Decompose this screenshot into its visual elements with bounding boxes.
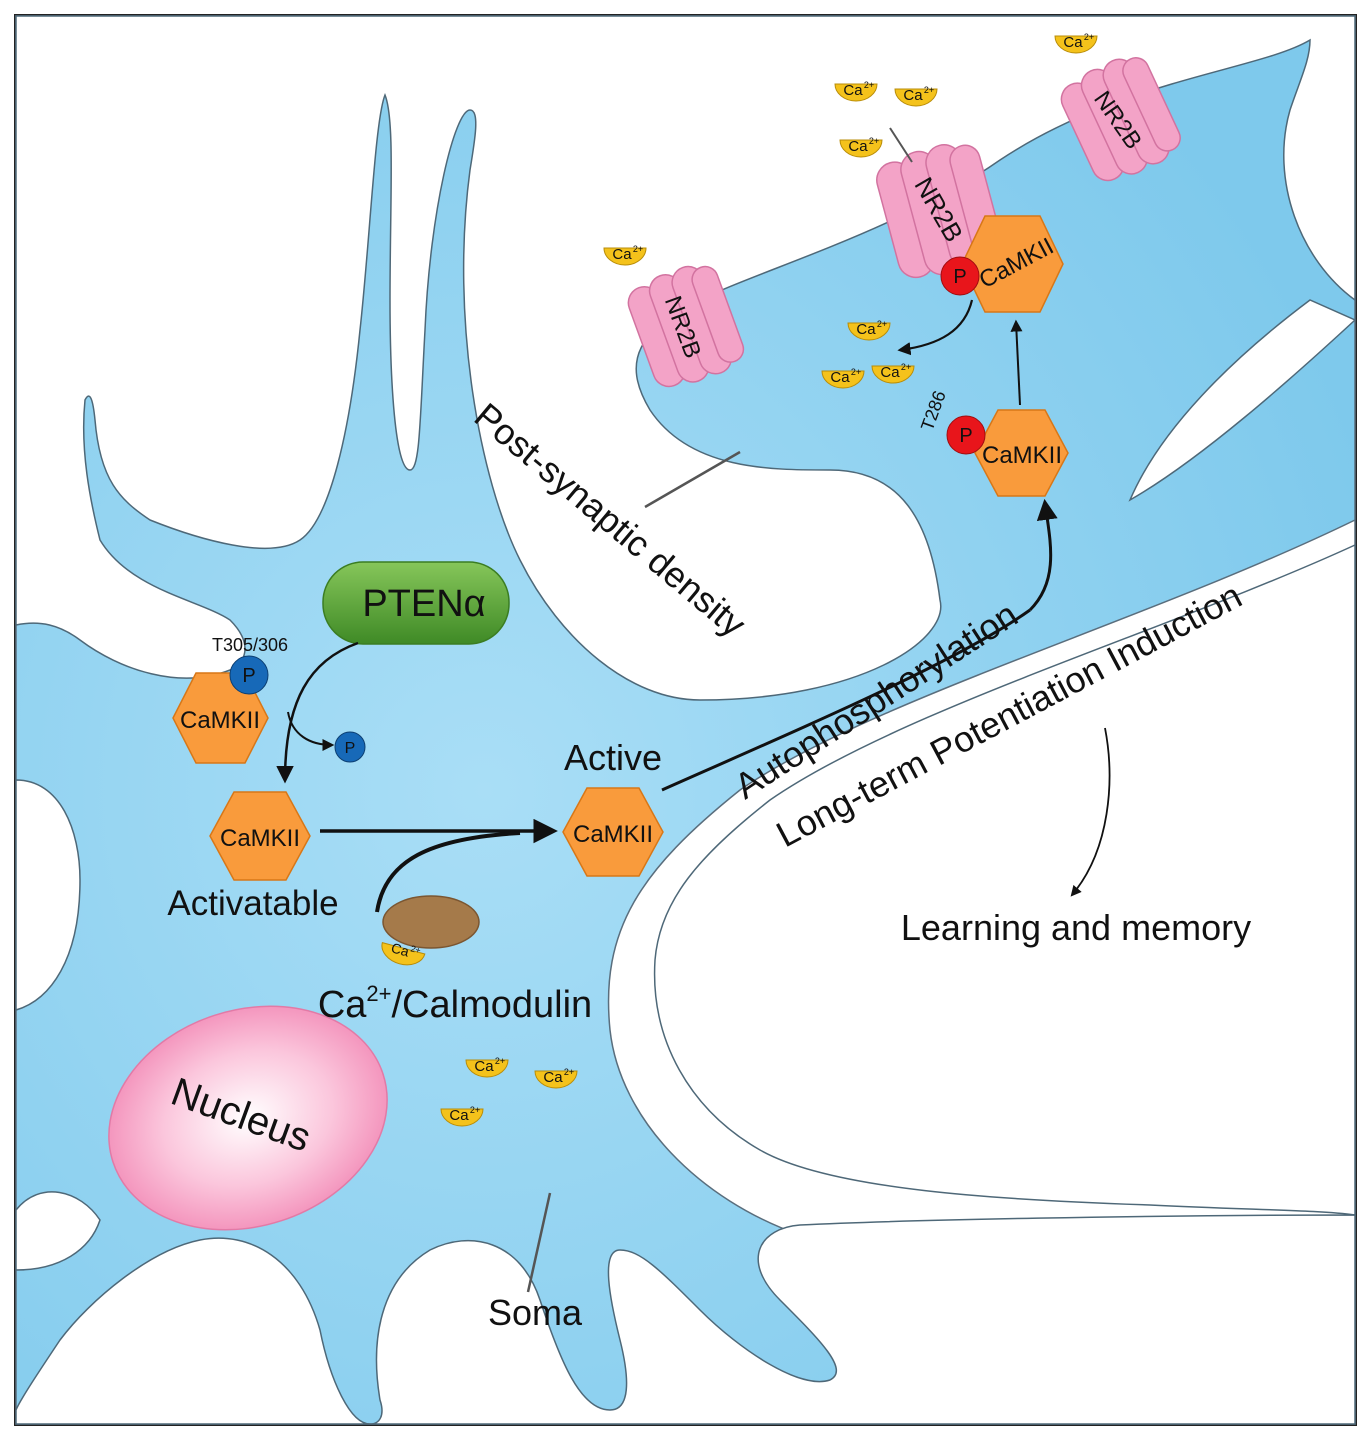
svg-text:Ca: Ca xyxy=(1063,34,1083,51)
dephosphorylation-arrow xyxy=(276,641,359,784)
camkii-inhibited xyxy=(172,672,269,764)
autophosphorylation-line xyxy=(661,608,1031,792)
soma-label: Soma xyxy=(488,1292,583,1333)
camkii-receptor-bound xyxy=(961,215,1064,313)
svg-text:2+: 2+ xyxy=(877,319,887,329)
svg-text:2+: 2+ xyxy=(409,943,422,955)
svg-text:Ca: Ca xyxy=(543,1069,563,1086)
phosphate-t286 xyxy=(946,415,986,455)
camkii-t286 xyxy=(974,409,1069,497)
nucleus xyxy=(108,1005,388,1231)
camkii-activatable-label: CaMKII xyxy=(220,825,300,852)
camkii-activatable xyxy=(209,791,311,881)
svg-text:Ca: Ca xyxy=(856,321,876,338)
svg-text:Ca: Ca xyxy=(389,939,411,959)
released-phosphate-label: P xyxy=(345,740,356,757)
soma-pointer xyxy=(526,1192,552,1293)
phosphate-receptor-bound-p: P xyxy=(953,266,966,288)
svg-text:Ca: Ca xyxy=(843,82,863,99)
svg-text:2+: 2+ xyxy=(633,244,643,254)
calmodulin xyxy=(382,895,480,949)
svg-text:Ca: Ca xyxy=(612,246,632,263)
pten-alpha-label: PTENα xyxy=(362,583,485,625)
phosphate-t305-p: P xyxy=(242,665,255,687)
pten-alpha-protein xyxy=(322,561,510,645)
channel-pointer xyxy=(889,127,913,163)
svg-text:2+: 2+ xyxy=(901,362,911,372)
svg-text:Ca: Ca xyxy=(848,138,868,155)
camkii-active xyxy=(562,787,664,877)
svg-text:2+: 2+ xyxy=(924,85,934,95)
learning-arrow xyxy=(1070,727,1111,897)
learning-label: Learning and memory xyxy=(901,907,1251,948)
extracellular-space xyxy=(15,15,1357,1425)
svg-text:Ca: Ca xyxy=(474,1058,494,1075)
phosphate-receptor-bound xyxy=(940,256,980,296)
svg-text:Ca: Ca xyxy=(830,369,850,386)
calmodulin-calcium-ion: Ca 2+ xyxy=(381,939,426,966)
t305-label: T305/306 xyxy=(212,635,288,655)
nr2b-receptor-right: NR2B xyxy=(1060,57,1181,182)
camkii-t286-label: CaMKII xyxy=(982,442,1062,469)
svg-text:Ca: Ca xyxy=(449,1107,469,1124)
autophosphorylation-arrow xyxy=(1028,498,1058,612)
phosphate-t286-p: P xyxy=(959,425,972,447)
released-phosphate xyxy=(334,731,366,763)
svg-text:2+: 2+ xyxy=(470,1105,480,1115)
svg-text:2+: 2+ xyxy=(869,136,879,146)
phosphate-release-arrow xyxy=(287,711,335,751)
active-label: Active xyxy=(564,737,662,778)
svg-text:2+: 2+ xyxy=(851,367,861,377)
nr2b-receptor-left: NR2B xyxy=(627,265,745,388)
svg-text:Ca: Ca xyxy=(880,364,900,381)
svg-text:2+: 2+ xyxy=(864,80,874,90)
phosphate-t305 xyxy=(229,655,269,695)
camkii-inhibited-label: CaMKII xyxy=(180,707,260,734)
psd-pointer xyxy=(644,450,741,509)
activatable-label: Activatable xyxy=(167,884,338,923)
svg-text:2+: 2+ xyxy=(495,1056,505,1066)
svg-text:Ca: Ca xyxy=(903,87,923,104)
translocation-arrow xyxy=(1010,319,1023,406)
svg-text:2+: 2+ xyxy=(1084,32,1094,42)
nr2b-receptor-center: NR2B xyxy=(876,144,1003,279)
calcium-influx-arrow xyxy=(897,299,974,356)
calmodulin-input-arrow xyxy=(375,831,521,913)
svg-text:2+: 2+ xyxy=(564,1067,574,1077)
camkii-active-label: CaMKII xyxy=(573,821,653,848)
calmodulin-label: Ca2+/Calmodulin xyxy=(318,981,592,1026)
